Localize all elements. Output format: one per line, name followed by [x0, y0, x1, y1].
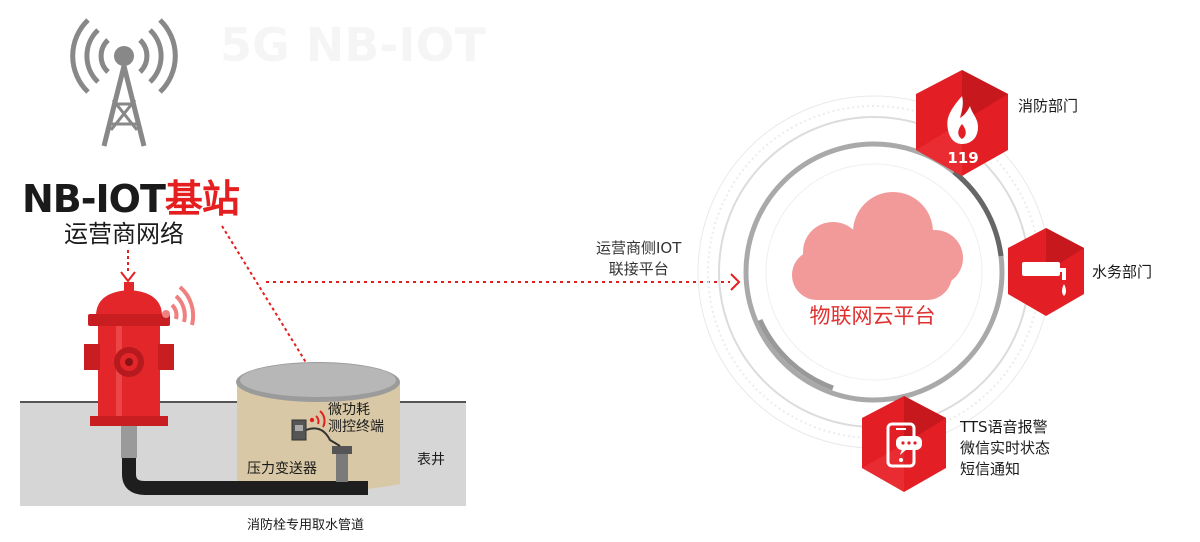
base-station-title: NB-IOT基站	[22, 168, 240, 223]
iot-connection-platform-label: 运营商侧IOT 联接平台	[596, 238, 681, 280]
water-department-label: 水务部门	[1092, 263, 1153, 281]
alerts-badge	[862, 396, 946, 492]
alerts-label-line1: TTS语音报警	[960, 418, 1048, 436]
iot-platform-line2: 联接平台	[608, 260, 669, 278]
fire-hydrant-icon	[84, 282, 174, 426]
alerts-label: TTS语音报警 微信实时状态 短信通知	[960, 417, 1050, 480]
monitoring-terminal	[291, 410, 341, 447]
pressure-sensor-label: 压力变送器	[247, 461, 317, 477]
base-station-title-red: 基站	[164, 177, 240, 221]
water-pipe	[121, 422, 368, 495]
wireless-signal-icon	[309, 410, 326, 428]
alerts-label-line3: 短信通知	[960, 460, 1021, 478]
meter-well-label: 表井	[417, 452, 445, 468]
pipe-caption: 消防栓专用取水管道	[247, 518, 365, 533]
operator-network-label: 运营商网络	[64, 220, 184, 248]
faucet-icon	[1022, 262, 1066, 296]
background-slogan: 5G NB-IOT	[220, 18, 486, 72]
cloud-icon	[792, 192, 963, 300]
water-department-badge	[1008, 228, 1084, 316]
terminal-label-line1: 微功耗	[328, 402, 370, 418]
alerts-label-line2: 微信实时状态	[960, 439, 1051, 457]
terminal-label-line2: 测控终端	[328, 419, 384, 435]
fire-department-label: 消防部门	[1018, 97, 1079, 115]
iot-platform-line1: 运营商侧IOT	[596, 239, 682, 257]
wifi-signal-icon	[162, 285, 196, 326]
fire-department-badge	[916, 70, 1008, 176]
radio-tower-icon	[70, 18, 178, 147]
chat-bubble-icon	[896, 436, 922, 455]
fire-number-badge: 119	[947, 149, 979, 167]
base-station-title-main: NB-IOT	[22, 177, 166, 221]
cloud-platform-label: 物联网云平台	[809, 304, 936, 328]
terminal-label: 微功耗 测控终端	[328, 402, 384, 436]
flame-icon	[947, 96, 978, 144]
meter-well	[236, 362, 400, 492]
